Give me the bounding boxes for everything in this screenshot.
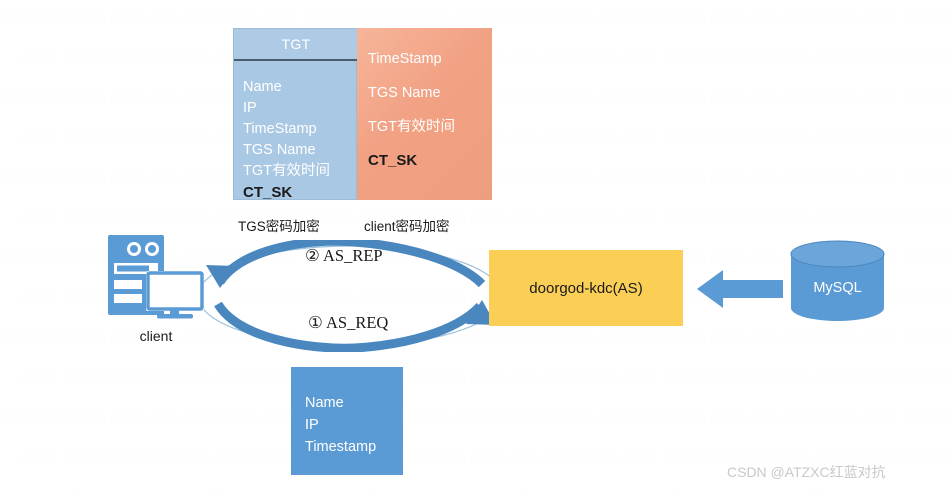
client-computer-icon (104, 233, 208, 321)
watermark-tile: CSDN @ATZXC红蓝对抗 (860, 9, 950, 24)
watermark-tile: CSDN @ATZXC红蓝对抗 (860, 169, 950, 184)
watermark-tile: CSDN @ATZXC红蓝对抗 (620, 129, 768, 144)
watermark-tile: CSDN @ATZXC红蓝对抗 (470, 129, 618, 144)
watermark-tile: CSDN @ATZXC红蓝对抗 (710, 169, 858, 184)
database-cylinder-icon (789, 240, 886, 322)
arrow-left-icon (697, 268, 783, 310)
watermark-tile: CSDN @ATZXC红蓝对抗 (710, 409, 858, 424)
tgt-blue-field: TimeStamp (243, 121, 317, 137)
watermark-tile: CSDN @ATZXC红蓝对抗 (410, 409, 558, 424)
tgt-orange-field-list: TimeStamp TGS Name TGT有效时间 CT_SK (368, 42, 492, 178)
kdc-box: doorgod-kdc(AS) (489, 250, 683, 326)
watermark-tile: CSDN @ATZXC红蓝对抗 (0, 9, 108, 24)
watermark-tile: CSDN @ATZXC红蓝对抗 (0, 409, 108, 424)
watermark-tile: CSDN @ATZXC红蓝对抗 (920, 449, 950, 464)
watermark-tile: CSDN @ATZXC红蓝对抗 (20, 369, 168, 384)
watermark-tile: CSDN @ATZXC红蓝对抗 (860, 329, 950, 344)
watermark-tile: CSDN @ATZXC红蓝对抗 (860, 486, 950, 492)
watermark-tile: CSDN @ATZXC红蓝对抗 (0, 169, 108, 184)
tgt-header: TGT (234, 29, 358, 61)
kdc-label: doorgod-kdc(AS) (529, 279, 643, 297)
watermark-tile: CSDN @ATZXC红蓝对抗 (470, 449, 618, 464)
watermark-tile: CSDN @ATZXC红蓝对抗 (770, 129, 918, 144)
watermark-tile: CSDN @ATZXC红蓝对抗 (860, 89, 950, 104)
watermark-tile: CSDN @ATZXC红蓝对抗 (620, 369, 768, 384)
watermark-tile: CSDN @ATZXC红蓝对抗 (0, 89, 108, 104)
watermark-tile: CSDN @ATZXC红蓝对抗 (560, 486, 707, 492)
watermark-tile: CSDN @ATZXC红蓝对抗 (860, 409, 950, 424)
watermark-tile: CSDN @ATZXC红蓝对抗 (470, 49, 618, 64)
flow-label-as-req: ① AS_REQ (308, 313, 389, 332)
watermark-tile: CSDN @ATZXC红蓝对抗 (560, 329, 708, 344)
watermark-tile: CSDN @ATZXC红蓝对抗 (560, 409, 708, 424)
tgs-encryption-caption: TGS密码加密 (238, 219, 320, 234)
watermark-tile: CSDN @ATZXC红蓝对抗 (20, 49, 168, 64)
tgt-orange-field-ctsk: CT_SK (368, 152, 418, 169)
request-payload-field: Name (305, 395, 344, 411)
watermark-tile: CSDN @ATZXC红蓝对抗 (920, 289, 950, 304)
watermark-tile: CSDN @ATZXC红蓝对抗 (410, 9, 558, 24)
watermark-tile: CSDN @ATZXC红蓝对抗 (920, 369, 950, 384)
watermark-tile: CSDN @ATZXC红蓝对抗 (20, 449, 168, 464)
tgt-blue-panel: TGT Name IP TimeStamp TGS Name TGT有效时间 C… (233, 28, 358, 203)
tgt-orange-panel: TimeStamp TGS Name TGT有效时间 CT_SK (357, 28, 492, 200)
tgt-blue-field: TGT有效时间 (243, 163, 330, 179)
tgt-blue-field: TGS Name (243, 142, 316, 158)
watermark-tile: CSDN @ATZXC红蓝对抗 (770, 369, 918, 384)
watermark-tile: CSDN @ATZXC红蓝对抗 (110, 409, 258, 424)
watermark-tile: CSDN @ATZXC红蓝对抗 (920, 129, 950, 144)
watermark-tile: CSDN @ATZXC红蓝对抗 (560, 169, 708, 184)
tgt-blue-field-ctsk: CT_SK (243, 184, 293, 201)
watermark-tile: CSDN @ATZXC红蓝对抗 (710, 9, 858, 24)
watermark-tile: CSDN @ATZXC红蓝对抗 (560, 89, 708, 104)
flow-label-as-rep: ② AS_REP (305, 246, 383, 265)
tgt-orange-field: TGS Name (368, 85, 441, 101)
watermark-tile: CSDN @ATZXC红蓝对抗 (20, 129, 168, 144)
request-payload-list: Name IP Timestamp (305, 392, 376, 458)
database-label: MySQL (813, 280, 862, 296)
tgt-blue-field: Name (243, 79, 282, 95)
watermark-tile: CSDN @ATZXC红蓝对抗 (260, 9, 408, 24)
watermark-tile: CSDN @ATZXC红蓝对抗 (560, 9, 708, 24)
tgt-ticket-group: TGT Name IP TimeStamp TGS Name TGT有效时间 C… (233, 28, 492, 203)
watermark-tile: CSDN @ATZXC红蓝对抗 (470, 369, 618, 384)
tgt-orange-field: TimeStamp (368, 51, 442, 67)
watermark-tile: CSDN @ATZXC红蓝对抗 (260, 486, 407, 492)
watermark-tile: CSDN @ATZXC红蓝对抗 (20, 209, 168, 224)
request-payload-field: Timestamp (305, 439, 377, 455)
as-exchange-arrows (190, 236, 510, 353)
tgt-blue-field-list: Name IP TimeStamp TGS Name TGT有效时间 CT_SK (243, 77, 357, 203)
tgt-header-label: TGT (281, 36, 311, 52)
watermark-tile: CSDN @ATZXC红蓝对抗 (710, 89, 858, 104)
watermark-tile: CSDN @ATZXC红蓝对抗 (710, 329, 858, 344)
watermark-tile: CSDN @ATZXC红蓝对抗 (0, 249, 108, 264)
tgt-blue-field: IP (243, 100, 257, 116)
tgt-orange-field: TGT有效时间 (368, 119, 455, 135)
watermark-tile: CSDN @ATZXC红蓝对抗 (0, 329, 108, 344)
request-payload-box: Name IP Timestamp (291, 367, 403, 475)
watermark-tile: CSDN @ATZXC红蓝对抗 (110, 486, 257, 492)
watermark-tile: CSDN @ATZXC红蓝对抗 (770, 49, 918, 64)
watermark-tile: CSDN @ATZXC红蓝对抗 (920, 209, 950, 224)
watermark-tile: CSDN @ATZXC红蓝对抗 (0, 486, 107, 492)
request-payload-field: IP (305, 417, 319, 433)
watermark-tile: CSDN @ATZXC红蓝对抗 (710, 486, 857, 492)
watermark-tile: CSDN @ATZXC红蓝对抗 (620, 209, 768, 224)
watermark-tile: CSDN @ATZXC红蓝对抗 (620, 49, 768, 64)
watermark-tile: CSDN @ATZXC红蓝对抗 (920, 49, 950, 64)
watermark-tile: CSDN @ATZXC红蓝对抗 (410, 486, 557, 492)
watermark-tile: CSDN @ATZXC红蓝对抗 (470, 209, 618, 224)
watermark-tile: CSDN @ATZXC红蓝对抗 (110, 9, 258, 24)
watermark-tile: CSDN @ATZXC红蓝对抗 (770, 209, 918, 224)
client-label: client (139, 328, 173, 344)
csdn-watermark: CSDN @ATZXC红蓝对抗 (727, 464, 886, 480)
client-encryption-caption: client密码加密 (364, 219, 450, 234)
